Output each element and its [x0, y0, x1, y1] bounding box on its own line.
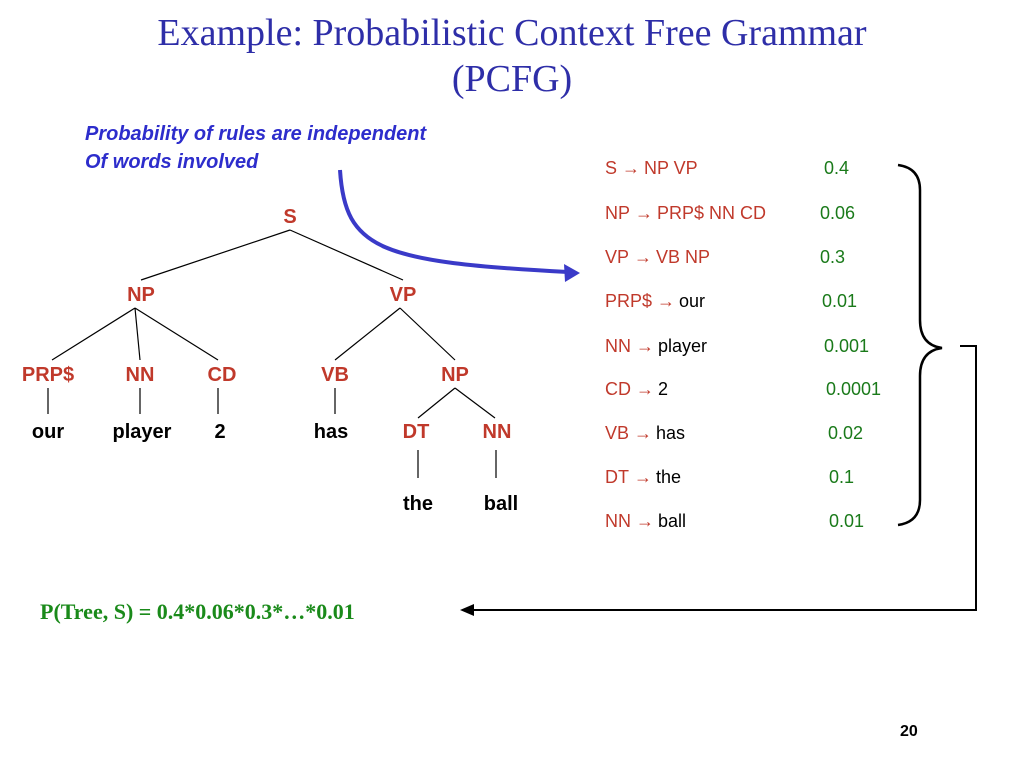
rule-arrow-icon: → [633, 467, 652, 487]
rule-rhs: ball [657, 511, 687, 531]
tree-edge [134, 307, 141, 361]
rule-rhs: has [656, 423, 686, 443]
rule-probability: 0.01 [822, 291, 858, 311]
tree-node-label: NP [441, 364, 469, 386]
rule-lhs: DT [605, 467, 629, 487]
tree-edge [417, 387, 456, 419]
rule-rhs: the [655, 467, 682, 487]
rule-probability: 0.1 [829, 467, 855, 487]
tree-edge [454, 387, 496, 419]
right-brace-icon [897, 163, 943, 527]
tree-edge [51, 307, 136, 361]
tree-edge [334, 307, 401, 361]
rule-arrow-icon: → [634, 423, 652, 443]
rule-rhs: NP VP [644, 158, 698, 178]
curved-arrow-head [564, 264, 580, 282]
rule-rhs: our [679, 291, 706, 311]
rule-lhs: VB [605, 423, 630, 443]
tree-word: the [403, 493, 433, 515]
tree-edge [140, 229, 291, 281]
rule-lhs: CD [605, 379, 631, 399]
rule-arrow-icon: → [622, 158, 640, 178]
tree-node-label: CD [207, 364, 237, 386]
bracket-arrow-icon [472, 345, 977, 611]
tree-node-label: PRP$ [21, 364, 75, 386]
rule-rhs: player [657, 336, 708, 356]
tree-word: ball [483, 493, 519, 515]
slide-title: Example: Probabilistic Context Free Gram… [0, 10, 1024, 102]
rule-rhs: 2 [657, 379, 668, 399]
curved-arrow-icon [338, 169, 569, 274]
rule-lhs: NP [605, 203, 631, 223]
tree-node-label: NP [127, 284, 155, 306]
tree-node-label: NN [482, 421, 512, 443]
title-line-1: Example: Probabilistic Context Free Gram… [157, 12, 867, 54]
page-number: 20 [900, 723, 918, 740]
annotation-note: Probability of rules are independent Of … [85, 120, 426, 176]
tree-probability-formula: P(Tree, S) = 0.4*0.06*0.3*…*0.01 [40, 599, 355, 624]
rule-lhs: S [605, 158, 618, 178]
rule-lhs: NN [605, 511, 631, 531]
tree-edge [134, 307, 219, 361]
rule-arrow-icon: → [635, 203, 653, 223]
rule-rhs: PRP$ NN CD [657, 203, 767, 223]
rule-arrow-icon: → [635, 336, 654, 356]
rule-probability: 0.3 [820, 247, 846, 267]
rule-probability: 0.4 [824, 158, 850, 178]
note-line-1: Probability of rules are independent [85, 123, 427, 145]
tree-node-label: VP [389, 284, 417, 306]
rule-arrow-icon: → [657, 291, 676, 311]
tree-node-label: S [283, 206, 297, 228]
rule-probability: 0.0001 [826, 379, 882, 399]
tree-edges [47, 229, 497, 478]
rule-rhs: VB NP [656, 247, 711, 267]
note-line-2: Of words involved [85, 151, 259, 173]
tree-edge [289, 229, 404, 281]
rule-probability: 0.02 [828, 423, 864, 443]
tree-word: our [31, 421, 65, 443]
title-line-2: (PCFG) [451, 58, 573, 100]
tree-node-label: VB [321, 364, 349, 386]
rule-arrow-icon: → [635, 379, 654, 399]
tree-word: has [313, 421, 349, 443]
rule-lhs: NN [605, 336, 631, 356]
connector-arrow-head [460, 604, 474, 616]
tree-node-label: NN [125, 364, 155, 386]
tree-word: 2 [214, 421, 226, 443]
tree-word: player [112, 421, 172, 443]
rule-probability: 0.06 [820, 203, 856, 223]
rule-probability: 0.001 [824, 336, 870, 356]
rule-arrow-icon: → [635, 511, 654, 531]
tree-node-label: DT [402, 421, 430, 443]
rule-lhs: PRP$ [605, 291, 653, 311]
rule-probability: 0.01 [829, 511, 865, 531]
rule-arrow-icon: → [634, 247, 652, 267]
rule-lhs: VP [605, 247, 630, 267]
tree-edge [399, 307, 456, 361]
